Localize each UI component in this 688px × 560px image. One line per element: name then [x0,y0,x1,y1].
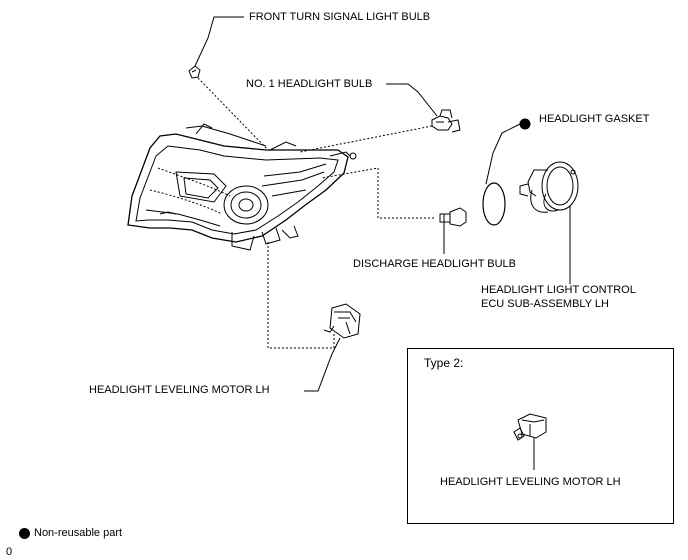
leveling-motor-lh [323,303,361,339]
no1-headlight-bulb [431,109,461,133]
discharge-headlight-bulb [439,207,467,227]
ecu-sub-assembly [519,161,579,213]
headlight-gasket [482,182,506,226]
label-ecu-line-1: HEADLIGHT LIGHT CONTROL [481,284,636,296]
label-front-turn-signal-bulb: FRONT TURN SIGNAL LIGHT BULB [249,11,431,23]
discharge-bulb-dashed-line [321,167,434,219]
non-reusable-marker [519,118,531,130]
legend-non-reusable-label: Non-reusable part [34,527,123,539]
page-marker: 0 [6,546,13,558]
label-no1-headlight-bulb: NO. 1 HEADLIGHT BULB [246,78,373,90]
leveling-motor-leader [304,337,341,392]
type2-part-label: HEADLIGHT LEVELING MOTOR LH [440,476,621,488]
label-ecu-line-2: ECU SUB-ASSEMBLY LH [481,298,609,310]
label-headlight-gasket: HEADLIGHT GASKET [539,113,650,125]
turn-signal-leader [194,16,244,67]
type2-leveling-motor [513,413,547,441]
no1-bulb-leader [386,83,438,117]
leveling-motor-dashed-line [267,242,335,349]
label-discharge-headlight-bulb: DISCHARGE HEADLIGHT BULB [353,258,517,270]
no1-bulb-dashed-line [299,125,433,153]
gasket-leader [485,123,521,185]
turn-signal-dashed-line [197,77,269,151]
type2-title: Type 2: [424,356,464,370]
front-turn-signal-bulb [188,65,201,79]
headlight-assembly [127,123,357,251]
legend-non-reusable-icon [19,528,30,539]
type2-box: Type 2: HEADLIGHT LEVELING MOTOR LH [407,348,674,524]
label-leveling-motor-lh: HEADLIGHT LEVELING MOTOR LH [89,384,270,396]
